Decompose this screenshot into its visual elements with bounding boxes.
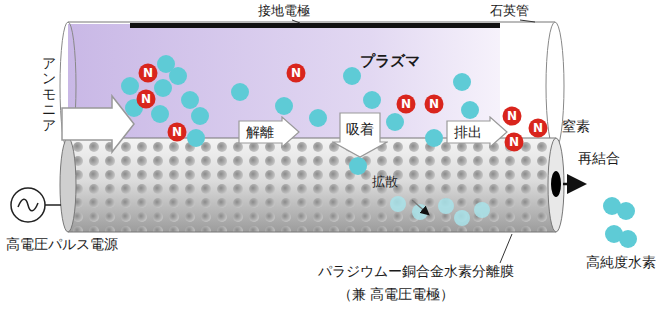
atom-circle xyxy=(425,95,444,114)
quartz-tube xyxy=(68,21,555,22)
label: プラズマ xyxy=(360,52,420,70)
nitrogen-atom: N xyxy=(138,63,158,83)
plasma-region xyxy=(68,24,500,150)
nitrogen-atom: N xyxy=(424,94,444,114)
label: （兼 高電圧電極） xyxy=(338,286,454,303)
ground-electrode xyxy=(130,23,500,28)
leader-line xyxy=(292,20,300,23)
process-arrow: 排出 xyxy=(446,116,508,148)
diffusion-arrow xyxy=(412,200,428,214)
membrane-outlet xyxy=(551,171,561,197)
label: 石英管 xyxy=(490,3,529,19)
membrane-pores xyxy=(68,138,556,232)
atom-symbol: N xyxy=(424,94,444,114)
leader-line xyxy=(520,20,535,22)
membrane-outline xyxy=(68,138,556,232)
nitrogen-atom: N xyxy=(396,94,416,114)
nitrogen-atom: N xyxy=(504,132,524,152)
atom-symbol: N xyxy=(504,132,524,152)
arrow-label: 解離 xyxy=(246,124,274,141)
wire xyxy=(45,204,61,206)
atom-circle xyxy=(529,119,548,138)
label: 接地電極 xyxy=(258,3,310,19)
arrow-outline xyxy=(333,113,387,157)
atom-symbol: N xyxy=(502,106,522,126)
nitrogen-atom: N xyxy=(286,63,306,83)
ac-symbol xyxy=(18,199,38,211)
diffusing-hydrogen xyxy=(390,196,490,226)
atom-circle xyxy=(397,95,416,114)
nitrogen-atom: N xyxy=(136,89,156,109)
inlet-arrow xyxy=(62,96,134,152)
hydrogen-atoms xyxy=(121,55,637,248)
atom-circle xyxy=(503,107,522,126)
tube-end xyxy=(546,22,564,150)
atom-symbol: N xyxy=(396,94,416,114)
nitrogen-atom: N xyxy=(528,118,548,138)
outlet-arrow xyxy=(563,183,582,186)
arrow-label: 吸着 xyxy=(346,121,374,138)
membrane-end xyxy=(548,138,564,232)
nitrogen-atom: N xyxy=(502,106,522,126)
atom-symbol: N xyxy=(528,118,548,138)
label: 高純度水素 xyxy=(586,254,656,271)
atom-circle xyxy=(168,123,187,142)
label: アンモニア xyxy=(42,56,56,133)
pulse-power-source xyxy=(11,188,45,222)
label: パラジウムー銅合金水素分離膜 xyxy=(318,263,514,280)
membrane-end xyxy=(60,138,76,232)
atom-symbol: N xyxy=(136,89,156,109)
atom-circle xyxy=(505,133,524,152)
atom-circle xyxy=(137,90,156,109)
label: 再結合 xyxy=(578,150,620,167)
leader-line xyxy=(500,234,512,263)
atom-symbol: N xyxy=(286,63,306,83)
label: 窒素 xyxy=(562,118,590,135)
atom-symbol: N xyxy=(167,122,187,142)
arrow-outline xyxy=(239,117,299,147)
atom-symbol: N xyxy=(138,63,158,83)
process-arrow: 解離 xyxy=(238,116,300,148)
atom-circle xyxy=(139,64,158,83)
process-arrow: 吸着 xyxy=(332,112,388,158)
membrane-tube xyxy=(68,138,556,232)
atom-circle xyxy=(287,64,306,83)
label: 高電圧パルス電源 xyxy=(6,236,118,253)
arrow-outline xyxy=(447,117,507,147)
arrow-label: 排出 xyxy=(454,124,482,141)
nitrogen-atom: N xyxy=(167,122,187,142)
label: 拡散 xyxy=(372,174,398,190)
